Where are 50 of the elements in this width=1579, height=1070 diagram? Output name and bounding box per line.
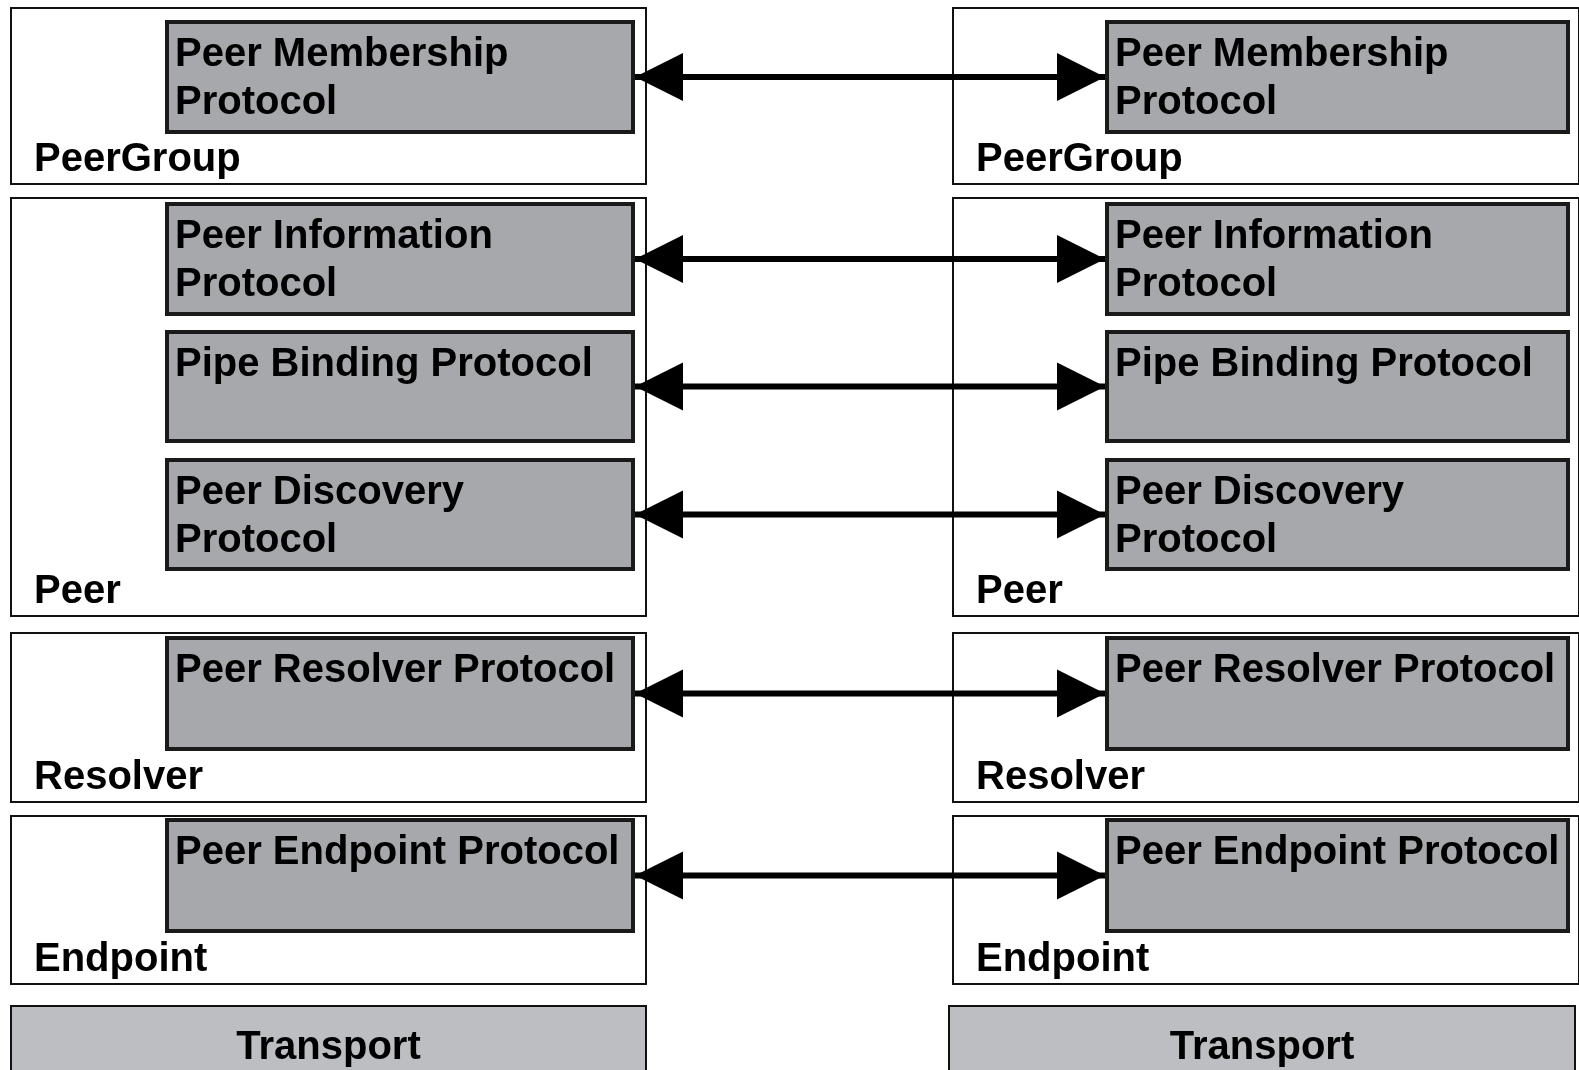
protocol-box bbox=[165, 202, 635, 316]
layer-box bbox=[952, 815, 1579, 985]
protocol-box bbox=[1105, 636, 1570, 751]
protocol-name: Peer Information Protocol bbox=[175, 211, 494, 306]
layer-name: Endpoint bbox=[34, 934, 208, 981]
protocol-name: Peer Membership Protocol bbox=[175, 29, 510, 124]
layer-box bbox=[952, 197, 1579, 617]
layer-name: PeerGroup bbox=[34, 134, 241, 181]
protocol-name: Peer Membership Protocol bbox=[1115, 29, 1450, 124]
protocol-name: Peer Resolver Protocol bbox=[175, 645, 617, 692]
protocol-box bbox=[1105, 330, 1570, 443]
double-arrow bbox=[635, 362, 1105, 411]
layer-name: Endpoint bbox=[976, 934, 1150, 981]
layer-name: Resolver bbox=[976, 752, 1145, 799]
layer-box bbox=[10, 632, 647, 803]
protocol-box bbox=[1105, 458, 1570, 571]
protocol-box bbox=[165, 458, 635, 571]
transport-box bbox=[948, 1005, 1576, 1070]
layer-box bbox=[952, 632, 1579, 803]
protocol-box bbox=[1105, 20, 1570, 134]
protocol-box bbox=[1105, 818, 1570, 933]
layer-name: Peer bbox=[34, 566, 121, 613]
layer-name: Transport bbox=[1168, 1022, 1356, 1069]
layer-box bbox=[10, 815, 647, 985]
layer-name: Resolver bbox=[34, 752, 203, 799]
protocol-box bbox=[165, 636, 635, 751]
protocol-name: Peer Endpoint Protocol bbox=[1115, 827, 1561, 874]
layer-box bbox=[952, 7, 1579, 185]
protocol-name: Pipe Binding Protocol bbox=[1115, 339, 1534, 386]
protocol-name: Peer Discovery Protocol bbox=[1115, 467, 1406, 562]
protocol-box bbox=[165, 330, 635, 443]
double-arrow bbox=[635, 669, 1105, 718]
double-arrow bbox=[635, 490, 1105, 539]
layer-name: Transport bbox=[235, 1022, 422, 1069]
layer-box bbox=[10, 197, 647, 617]
double-arrow bbox=[635, 851, 1105, 900]
protocol-name: Peer Endpoint Protocol bbox=[175, 827, 621, 874]
transport-box bbox=[10, 1005, 647, 1070]
protocol-box bbox=[165, 20, 635, 134]
layer-name: Peer bbox=[976, 566, 1063, 613]
protocol-name: Peer Resolver Protocol bbox=[1115, 645, 1557, 692]
layer-name: PeerGroup bbox=[976, 134, 1183, 181]
protocol-box bbox=[1105, 202, 1570, 316]
protocol-name: Peer Information Protocol bbox=[1115, 211, 1434, 306]
protocol-box bbox=[165, 818, 635, 933]
protocol-name: Peer Discovery Protocol bbox=[175, 467, 466, 562]
double-arrow bbox=[635, 53, 1105, 101]
double-arrow bbox=[635, 235, 1105, 283]
layer-box bbox=[10, 7, 647, 185]
protocol-name: Pipe Binding Protocol bbox=[175, 339, 594, 386]
